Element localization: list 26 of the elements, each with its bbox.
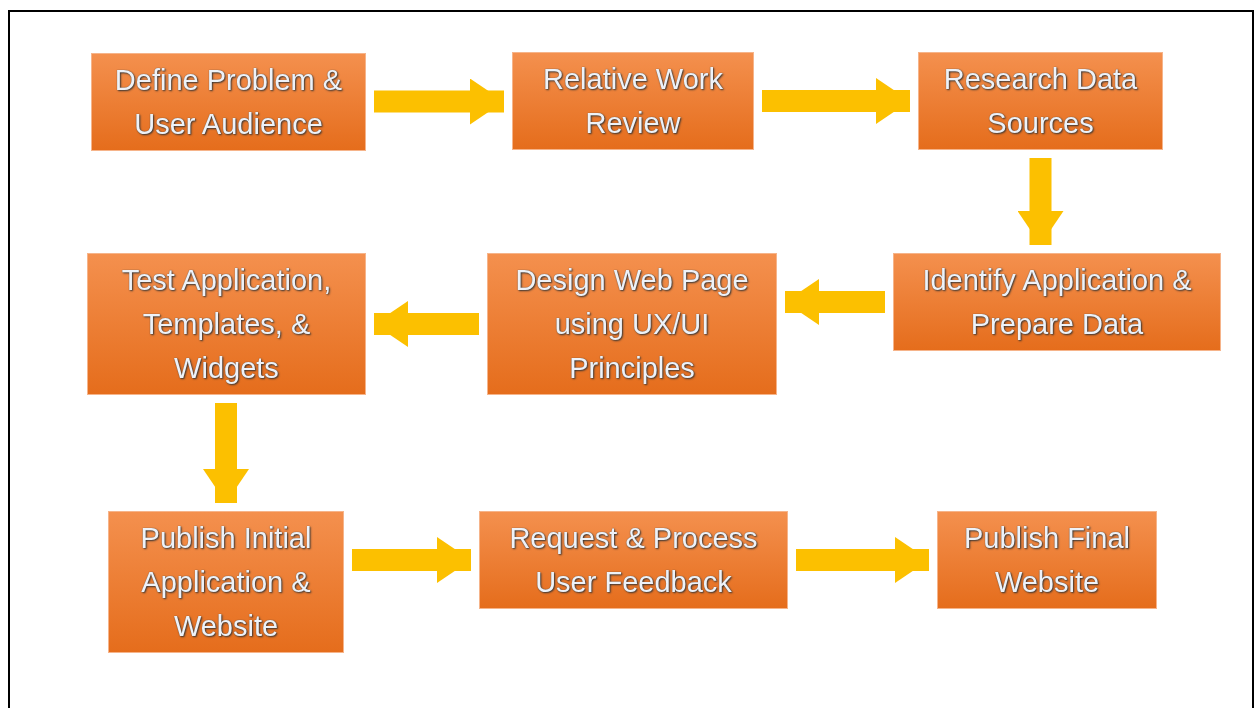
block-arrow	[374, 78, 504, 125]
process-box	[87, 253, 366, 395]
process-box	[918, 52, 1163, 150]
step-label: Test Application, Templates, & Widgets	[120, 263, 333, 386]
block-arrow	[1017, 158, 1064, 245]
block-arrow	[762, 78, 910, 124]
step-label: Request & Process User Feedback	[508, 521, 759, 600]
block-arrow	[785, 279, 885, 325]
process-box	[487, 253, 777, 395]
step-label: Relative Work Review	[542, 62, 724, 141]
block-arrow	[203, 403, 249, 503]
step-label: Publish Initial Application & Website	[139, 521, 313, 644]
step-label: Design Web Page using UX/UI Principles	[514, 263, 750, 386]
process-box	[937, 511, 1157, 609]
block-arrow	[796, 537, 929, 583]
process-box	[108, 511, 344, 653]
process-box	[893, 253, 1221, 351]
process-box	[91, 53, 366, 151]
process-box	[512, 52, 754, 150]
process-box	[479, 511, 788, 609]
step-label: Identify Application & Prepare Data	[921, 263, 1193, 342]
block-arrow	[352, 537, 471, 583]
step-label: Define Problem & User Audience	[113, 63, 344, 142]
step-label: Publish Final Website	[963, 521, 1131, 600]
step-label: Research Data Sources	[942, 62, 1139, 141]
block-arrow	[374, 301, 479, 347]
